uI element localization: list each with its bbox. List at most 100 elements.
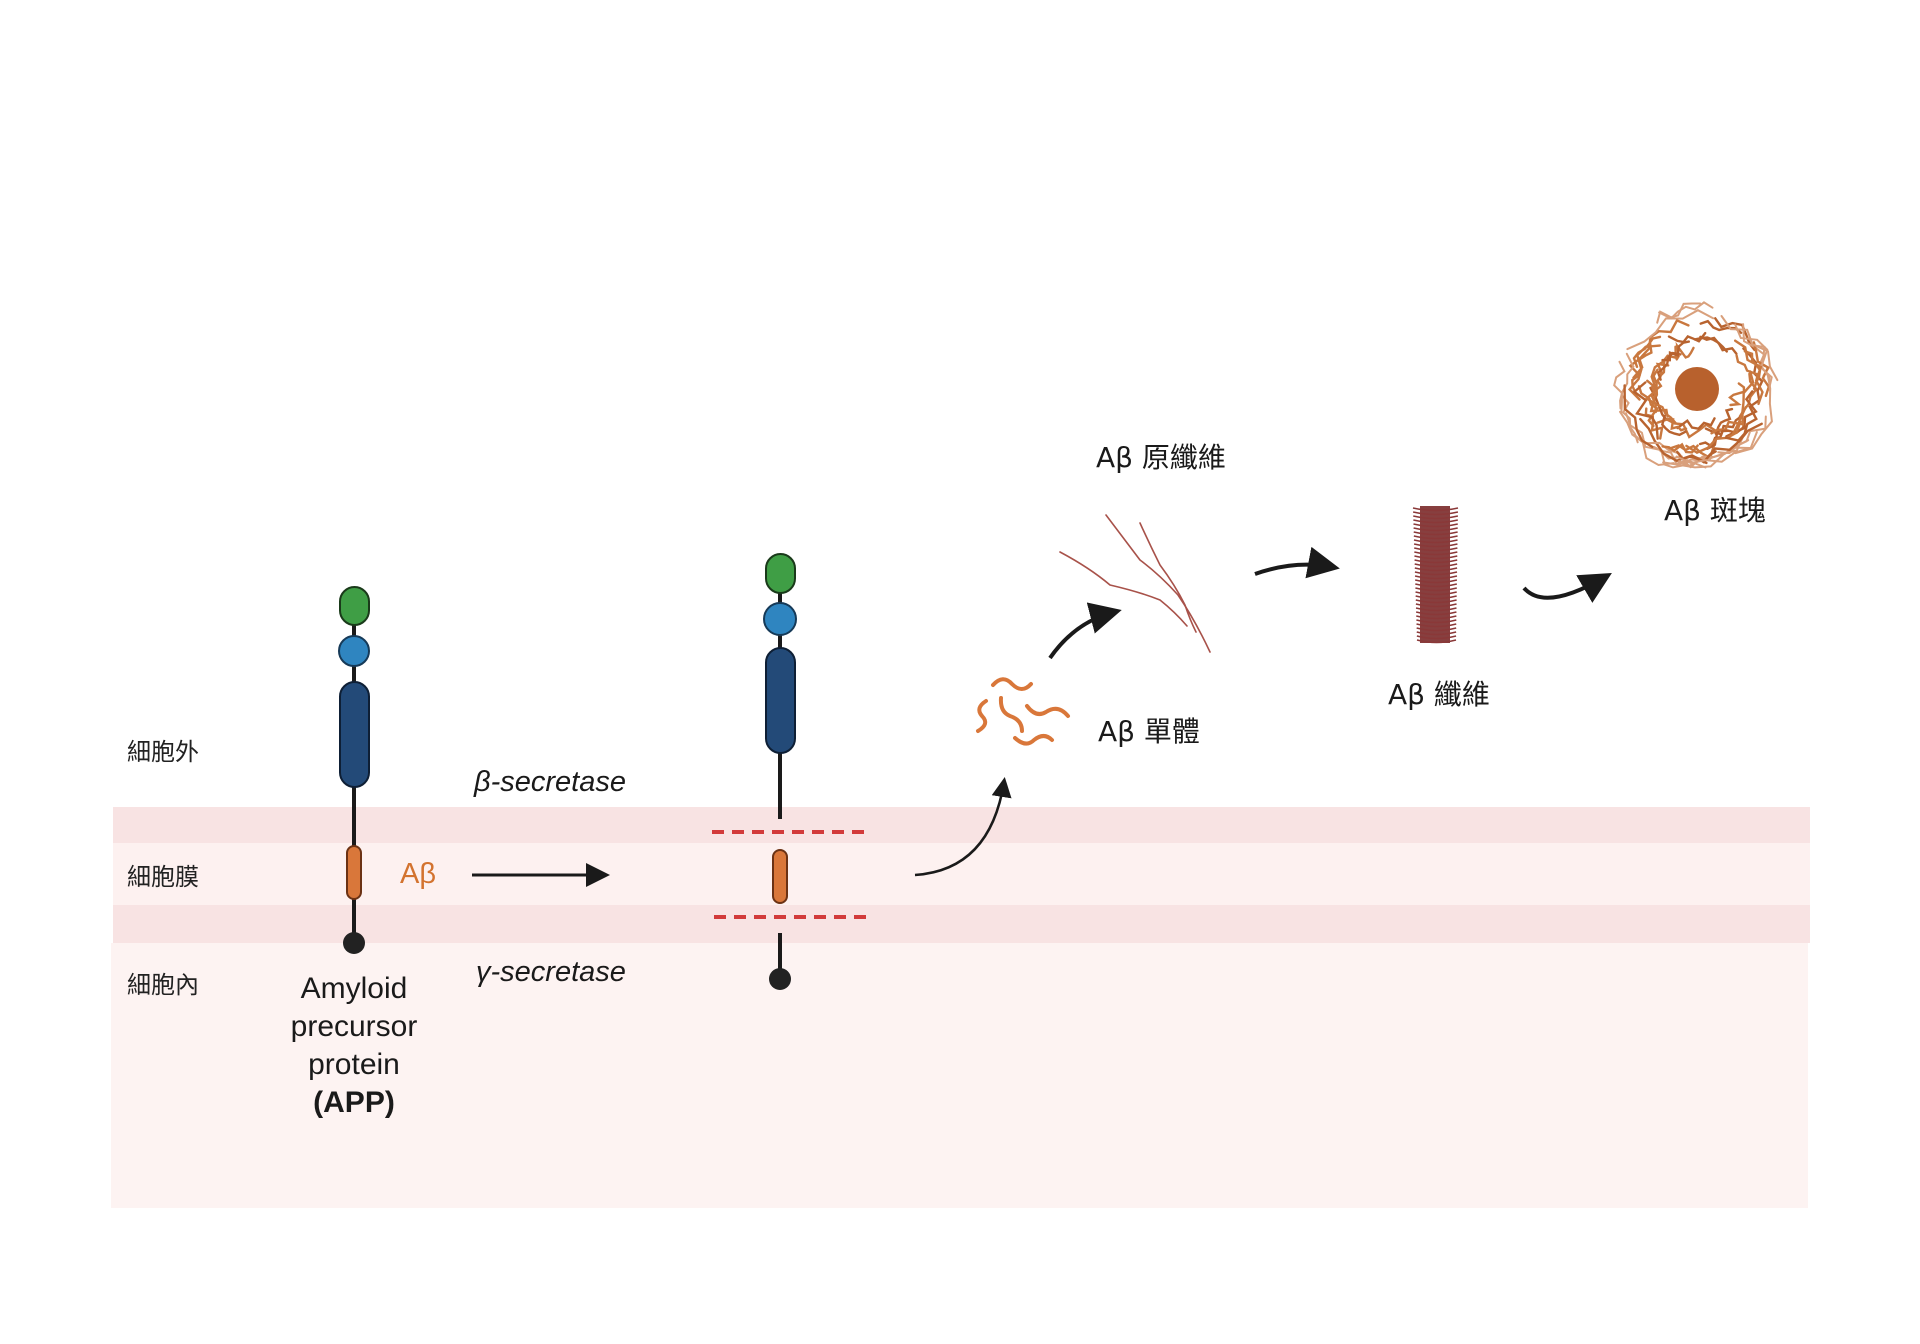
fibril-strand <box>1415 583 1458 588</box>
fibril-strand <box>1415 603 1457 608</box>
plaque-strand <box>1742 323 1773 391</box>
membrane-label: 細胞膜 <box>127 863 199 891</box>
fibril-strand <box>1414 575 1458 580</box>
cleaved-app <box>712 553 866 990</box>
fibril-strand <box>1413 527 1458 532</box>
release-arrow <box>914 777 1012 877</box>
plaque-strand <box>1644 368 1659 414</box>
fibril-strand <box>1416 627 1457 632</box>
fibril-strand <box>1415 607 1457 612</box>
plaque-strand <box>1626 309 1715 351</box>
app-label-line2: precursor <box>290 1010 418 1043</box>
fibril-strand <box>1413 519 1458 524</box>
fibril-strand <box>1416 619 1457 624</box>
plaque-strand <box>1698 429 1730 449</box>
plaque-strand <box>1637 385 1659 428</box>
fibril-strand <box>1413 535 1458 540</box>
fibril-strand <box>1415 595 1457 600</box>
plaque-strand <box>1699 319 1743 334</box>
fibril-strand <box>1416 631 1457 636</box>
fibril-strand <box>1412 511 1459 516</box>
fibril-strand <box>1414 555 1458 560</box>
fibril-strand <box>1413 531 1458 536</box>
protofibril-1 <box>1059 551 1188 627</box>
plaque-strand <box>1660 414 1687 437</box>
monomer-1 <box>991 677 1033 691</box>
fibril-strand <box>1412 507 1459 512</box>
membrane-core <box>113 843 1810 905</box>
gamma-secretase-label: γ-secretase <box>476 956 626 988</box>
plaque-strand <box>1650 354 1672 407</box>
app-label: Amyloid precursor protein (APP) <box>254 970 454 1122</box>
plaque-strand <box>1734 339 1764 406</box>
fibril-strand <box>1414 563 1458 568</box>
fibril-strand <box>1413 515 1459 520</box>
fibril-strand <box>1415 579 1458 584</box>
intracellular-label: 細胞內 <box>127 971 199 999</box>
fibril-strand <box>1414 567 1458 572</box>
app-label-line1: Amyloid <box>300 972 408 1005</box>
extracellular-label: 細胞外 <box>127 738 199 766</box>
protofibril-2 <box>1105 514 1211 653</box>
membrane-outer-leaflet <box>113 807 1810 843</box>
app-green-domain <box>339 586 370 626</box>
released-abeta <box>772 849 788 904</box>
cleaved-green-domain <box>765 553 796 594</box>
fibril-strand <box>1413 523 1458 528</box>
intracellular-region <box>111 943 1808 1208</box>
plaque-strand <box>1613 360 1626 410</box>
fibril-to-plaque-arrow <box>1522 572 1612 603</box>
abeta-fibril <box>1412 506 1459 644</box>
fibril-strand <box>1413 543 1458 548</box>
fibril-strand <box>1415 587 1457 592</box>
plaque-strand <box>1728 382 1746 407</box>
plaque-strand <box>1675 431 1758 465</box>
app-abeta-segment <box>346 845 362 900</box>
beta-secretase-label: β-secretase <box>474 766 626 798</box>
abeta-monomers <box>976 677 1070 746</box>
plaque-strand <box>1627 344 1661 401</box>
fibril-label: Aβ 纖維 <box>1388 678 1490 711</box>
fibril-strand <box>1416 615 1457 620</box>
plaque-strand <box>1623 384 1654 449</box>
plaque-strand <box>1667 435 1745 465</box>
plaque-core <box>1675 367 1719 411</box>
plaque-strand <box>1656 302 1702 324</box>
fibril-strand <box>1415 611 1457 616</box>
plaque-strand <box>1678 446 1751 469</box>
plaque-strand <box>1641 318 1690 358</box>
fibril-strand <box>1414 571 1458 576</box>
plaque-strand <box>1639 417 1708 465</box>
plaque-strand <box>1661 442 1699 454</box>
cleaved-cytoplasmic-tail <box>769 968 791 990</box>
monomer-5 <box>1013 734 1054 746</box>
plaque-strand <box>1676 417 1716 430</box>
plaque-strand <box>1656 417 1688 432</box>
monomer-to-protofibril-arrow <box>1048 602 1122 660</box>
monomer-4 <box>1025 704 1070 718</box>
fibril-strand <box>1414 547 1458 552</box>
membrane-inner-leaflet <box>113 905 1810 943</box>
protofibril-label: Aβ 原纖維 <box>1096 441 1226 474</box>
plaque-strand <box>1699 335 1738 355</box>
protofibril-3 <box>1139 522 1197 633</box>
plaque-strand <box>1720 315 1779 382</box>
plaque-label: Aβ 斑塊 <box>1664 494 1766 527</box>
monomer-3 <box>998 696 1024 733</box>
plaque-strand <box>1685 420 1742 454</box>
cleaved-blue-domain <box>763 602 797 636</box>
plaque-strand <box>1658 301 1714 320</box>
plaque-strand <box>1732 370 1755 435</box>
fibril-strand <box>1415 591 1457 596</box>
fibril-strand <box>1414 559 1458 564</box>
abeta-domain-label: Aβ <box>400 858 437 890</box>
monomer-label: Aβ 單體 <box>1098 715 1200 748</box>
fibril-strand <box>1416 635 1457 640</box>
app-blue-domain <box>338 635 370 667</box>
plaque-strand <box>1734 323 1771 391</box>
app-protein <box>338 586 370 954</box>
fibril-strand <box>1416 639 1457 644</box>
protofibril-to-fibril-arrow <box>1254 546 1340 579</box>
app-cytoplasmic-tail <box>343 932 365 954</box>
